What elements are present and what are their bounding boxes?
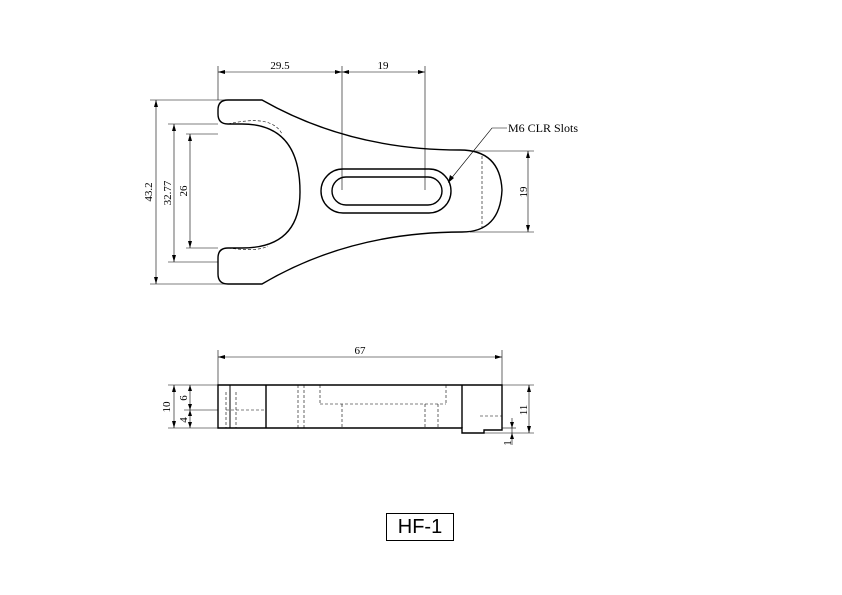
arrow	[342, 70, 349, 74]
side-view: 67 10 6 4 11 1	[161, 345, 534, 446]
arrow	[154, 277, 158, 284]
dim-19-slot: 19	[378, 60, 390, 72]
arrow	[510, 422, 514, 428]
dim-32-77: 32.77	[162, 180, 174, 205]
arrow	[218, 70, 225, 74]
arrow	[188, 134, 192, 141]
slot-inner	[331, 176, 443, 206]
fork-outline	[217, 99, 503, 285]
arrow	[527, 426, 531, 433]
arrow	[335, 70, 342, 74]
arrow	[510, 433, 514, 439]
hidden-line-fork-lower	[227, 245, 269, 250]
arrow	[188, 385, 192, 391]
arrow	[526, 151, 530, 158]
arrow	[172, 385, 176, 392]
arrow	[154, 100, 158, 107]
arrow	[495, 355, 502, 359]
dim-10: 10	[161, 401, 173, 413]
arrow	[188, 422, 192, 428]
dim-26: 26	[178, 185, 190, 197]
dim-6: 6	[178, 395, 190, 401]
arrow	[188, 404, 192, 410]
arrow	[172, 124, 176, 131]
dim-11: 11	[518, 405, 530, 416]
arrow	[188, 241, 192, 248]
arrow	[526, 225, 530, 232]
arrow	[527, 385, 531, 392]
arrow	[172, 255, 176, 262]
arrow	[218, 355, 225, 359]
callout-leader	[449, 127, 507, 181]
hidden-line-fork	[227, 120, 283, 135]
side-outline	[217, 384, 503, 434]
arrow	[418, 70, 425, 74]
callout-arrow	[448, 175, 454, 183]
dim-4: 4	[178, 417, 190, 423]
callout-m6-slots: M6 CLR Slots	[508, 121, 578, 135]
arrow	[172, 421, 176, 428]
dim-43-2: 43.2	[143, 182, 155, 201]
slot-outer	[320, 168, 452, 214]
dim-29-5: 29.5	[270, 60, 290, 72]
dim-67: 67	[355, 345, 367, 357]
top-view: 29.5 19 43.2 32.77 26 19 M6 CLR Slot	[143, 60, 578, 285]
dim-1: 1	[502, 440, 514, 446]
arrow	[188, 410, 192, 416]
dim-19-tip: 19	[518, 186, 530, 198]
drawing-title: HF-1	[386, 513, 454, 541]
